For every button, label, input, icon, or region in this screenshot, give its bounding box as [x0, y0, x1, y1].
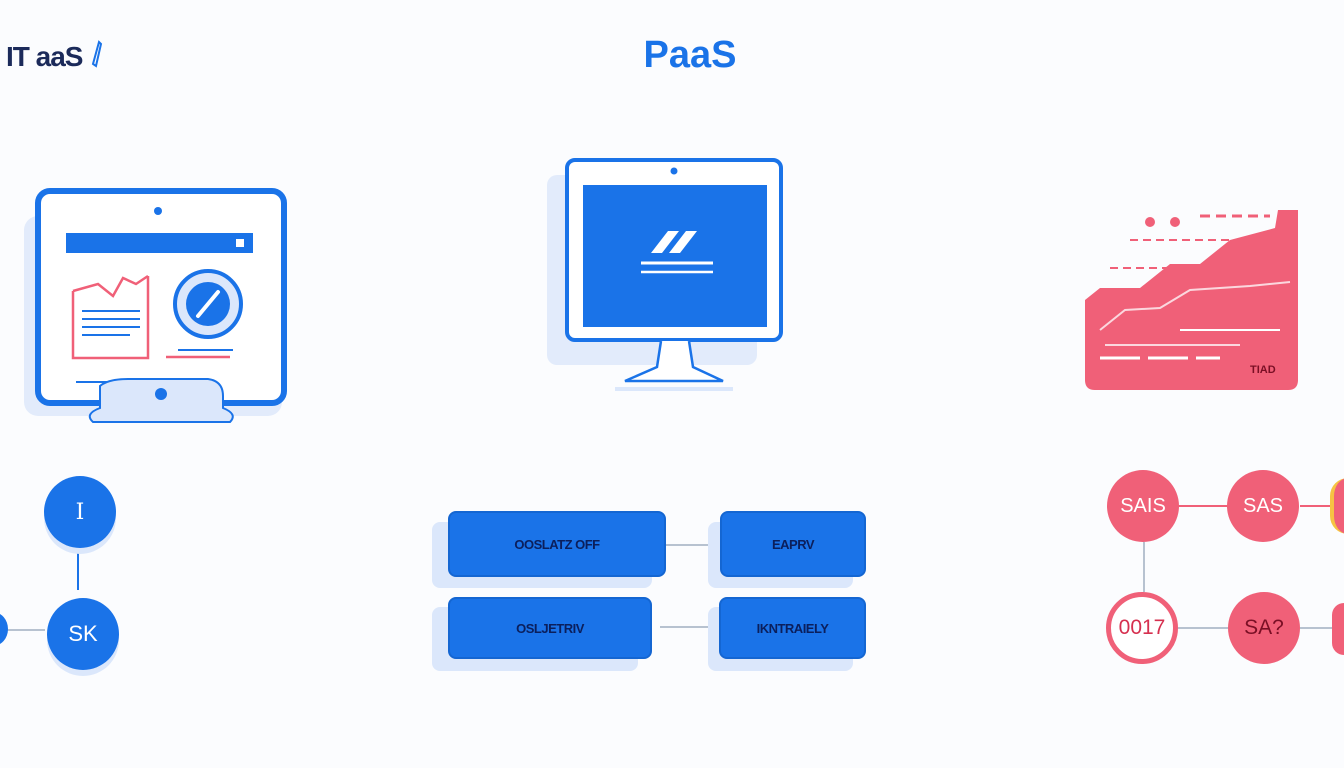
- paas-box-4-label: IKNTRAIELY: [756, 620, 829, 636]
- paas-box-4: IKNTRAIELY: [719, 597, 866, 659]
- saas-node-2-label: SAS: [1242, 494, 1284, 517]
- monitor-platform-icon: [547, 158, 783, 391]
- saas-node-1-label: SAIS: [1120, 494, 1166, 517]
- saas-badge: TIAD: [1250, 364, 1276, 376]
- iaas-node-left-edge: [0, 612, 8, 646]
- iaas-node-top-label: I: [75, 499, 85, 525]
- monitor-dashboard-icon: [24, 188, 287, 423]
- saas-node-3: 0017: [1106, 592, 1178, 664]
- iaas-node-bottom-label: SK: [68, 621, 98, 646]
- logo-text: IT aaS: [6, 41, 83, 72]
- saas-node-2: SAS: [1227, 470, 1299, 542]
- paas-box-1-label: OOSLATZ OFF: [514, 536, 600, 552]
- paas-box-1: OOSLATZ OFF: [448, 511, 666, 577]
- saas-badge-text: TIAD: [1250, 364, 1276, 376]
- saas-node-edge-bottom: [1332, 603, 1344, 655]
- paas-box-2-label: EAPRV: [771, 536, 815, 552]
- pen-icon: [92, 40, 103, 68]
- paas-box-2: EAPRV: [720, 511, 866, 577]
- saas-node-edge-top: [1330, 478, 1344, 534]
- page-title: PaaS: [600, 34, 780, 77]
- saas-node-1: SAIS: [1107, 470, 1179, 542]
- saas-node-4-label: SA?: [1244, 616, 1284, 639]
- saas-node-4: SA?: [1228, 592, 1300, 664]
- iaas-node-top: I: [44, 476, 116, 548]
- brand-logo: IT aaS: [6, 40, 103, 73]
- paas-box-3: OSLJETRIV: [448, 597, 652, 659]
- cloud-stack-icon: [1085, 210, 1298, 390]
- iaas-node-bottom: SK: [47, 598, 119, 670]
- paas-box-3-label: OSLJETRIV: [516, 620, 584, 636]
- saas-node-3-label: 0017: [1118, 616, 1166, 639]
- page-title-text: PaaS: [643, 34, 737, 76]
